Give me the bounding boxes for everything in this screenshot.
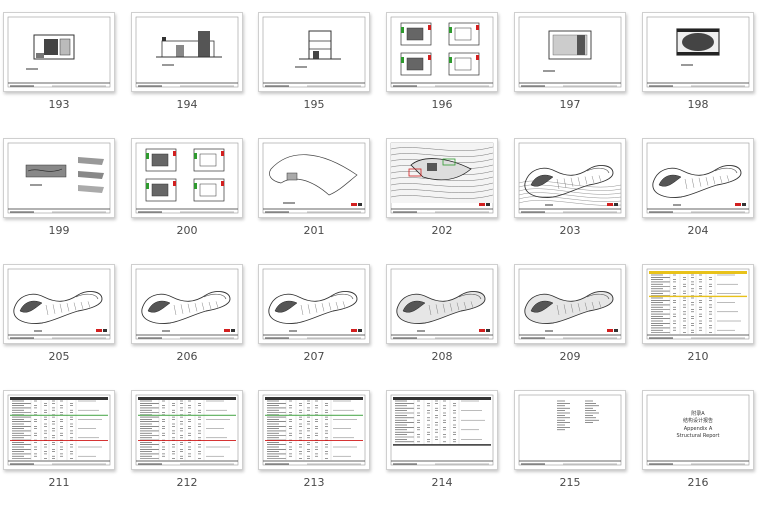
page-preview-image[interactable] xyxy=(386,138,498,218)
cover-line-2: 结构设计报告 xyxy=(683,417,713,424)
page-thumbnail-205[interactable]: 205 xyxy=(3,264,115,364)
page-preview-image[interactable] xyxy=(131,138,243,218)
page-thumbnail-216[interactable]: 附录A 结构设计报告 Appendix A Structural Report 2… xyxy=(642,390,754,490)
page-preview-image[interactable] xyxy=(258,390,370,470)
page-number-label: 212 xyxy=(176,476,198,489)
page-number-label: 214 xyxy=(431,476,453,489)
page-preview-image[interactable] xyxy=(3,138,115,218)
page-number-label: 198 xyxy=(687,98,709,111)
page-thumbnail-193[interactable]: 193 xyxy=(3,12,115,112)
page-thumbnail-202[interactable]: 202 xyxy=(386,138,498,238)
page-thumbnail-196[interactable]: 196 xyxy=(386,12,498,112)
page-thumbnail-201[interactable]: 201 xyxy=(258,138,370,238)
page-number-label: 207 xyxy=(303,350,325,363)
page-preview-image[interactable] xyxy=(386,390,498,470)
page-number-label: 194 xyxy=(176,98,198,111)
page-preview-image[interactable] xyxy=(642,12,754,92)
page-thumbnail-210[interactable]: 210 xyxy=(642,264,754,364)
page-preview-image[interactable] xyxy=(642,138,754,218)
cover-line-1: 附录A xyxy=(691,410,705,417)
page-number-label: 201 xyxy=(303,224,325,237)
page-thumbnail-214[interactable]: 214 xyxy=(386,390,498,490)
page-thumbnail-197[interactable]: 197 xyxy=(514,12,626,112)
page-preview-image[interactable] xyxy=(3,390,115,470)
page-thumbnail-203[interactable]: 203 xyxy=(514,138,626,238)
page-preview-image[interactable] xyxy=(3,12,115,92)
page-thumbnail-199[interactable]: 199 xyxy=(3,138,115,238)
page-number-label: 202 xyxy=(431,224,453,237)
page-number-label: 216 xyxy=(687,476,709,489)
page-number-label: 200 xyxy=(176,224,198,237)
page-preview-image[interactable] xyxy=(642,264,754,344)
page-thumbnail-198[interactable]: 198 xyxy=(642,12,754,112)
page-preview-image[interactable] xyxy=(258,138,370,218)
page-number-label: 209 xyxy=(559,350,581,363)
page-thumbnail-200[interactable]: 200 xyxy=(131,138,243,238)
page-preview-image[interactable] xyxy=(514,390,626,470)
page-thumbnail-204[interactable]: 204 xyxy=(642,138,754,238)
page-preview-image[interactable] xyxy=(258,264,370,344)
page-thumbnail-194[interactable]: 194 xyxy=(131,12,243,112)
page-preview-image[interactable] xyxy=(514,138,626,218)
page-thumbnail-215[interactable]: 215 xyxy=(514,390,626,490)
page-thumbnail-195[interactable]: 195 xyxy=(258,12,370,112)
page-thumbnail-206[interactable]: 206 xyxy=(131,264,243,364)
page-thumbnail-213[interactable]: 213 xyxy=(258,390,370,490)
cover-line-3: Appendix A xyxy=(684,426,713,432)
page-preview-image[interactable] xyxy=(131,390,243,470)
cover-line-4: Structural Report xyxy=(677,433,720,439)
page-number-label: 206 xyxy=(176,350,198,363)
page-number-label: 193 xyxy=(48,98,70,111)
page-preview-image[interactable] xyxy=(131,12,243,92)
page-preview-image[interactable] xyxy=(386,12,498,92)
page-thumbnail-207[interactable]: 207 xyxy=(258,264,370,364)
page-number-label: 196 xyxy=(431,98,453,111)
page-thumbnail-212[interactable]: 212 xyxy=(131,390,243,490)
page-preview-image[interactable] xyxy=(514,12,626,92)
page-number-label: 215 xyxy=(559,476,581,489)
page-number-label: 203 xyxy=(559,224,581,237)
page-number-label: 205 xyxy=(48,350,70,363)
page-number-label: 195 xyxy=(303,98,325,111)
page-number-label: 210 xyxy=(687,350,709,363)
page-number-label: 208 xyxy=(431,350,453,363)
page-preview-image[interactable] xyxy=(131,264,243,344)
page-preview-image[interactable] xyxy=(386,264,498,344)
page-number-label: 211 xyxy=(48,476,70,489)
page-preview-image[interactable]: 附录A 结构设计报告 Appendix A Structural Report xyxy=(642,390,754,470)
page-thumbnail-209[interactable]: 209 xyxy=(514,264,626,364)
page-preview-image[interactable] xyxy=(3,264,115,344)
page-number-label: 199 xyxy=(48,224,70,237)
page-thumbnail-211[interactable]: 211 xyxy=(3,390,115,490)
page-number-label: 204 xyxy=(687,224,709,237)
page-number-label: 213 xyxy=(303,476,325,489)
page-number-label: 197 xyxy=(559,98,581,111)
page-thumbnail-208[interactable]: 208 xyxy=(386,264,498,364)
page-preview-image[interactable] xyxy=(514,264,626,344)
page-preview-image[interactable] xyxy=(258,12,370,92)
